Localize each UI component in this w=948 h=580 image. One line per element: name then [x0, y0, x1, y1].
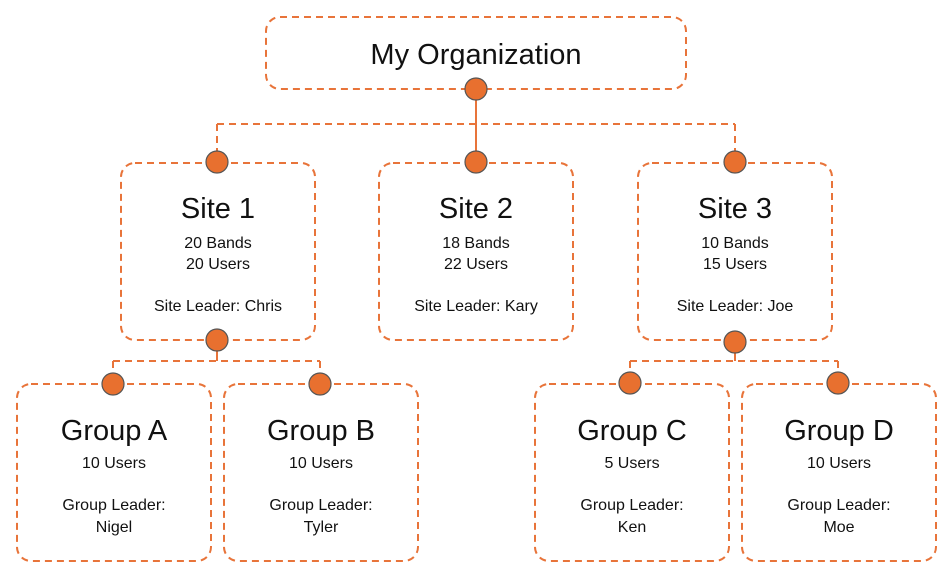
group-leader-label: Group Leader:	[787, 497, 891, 514]
group-title: Group C	[577, 415, 687, 447]
site-1-node-bottom	[205, 328, 229, 352]
site-title: Site 2	[438, 193, 514, 225]
site-3-node-bottom	[723, 330, 747, 354]
site-1-node-top	[205, 150, 229, 174]
group-title: Group A	[60, 415, 168, 447]
site-bands: 10 Bands	[701, 235, 769, 252]
group-box-c: Group C 5 Users Group Leader: Ken	[535, 384, 729, 561]
site-users: 22 Users	[443, 256, 509, 273]
group-users: 10 Users	[81, 455, 147, 472]
site-leader: Site Leader: Kary	[414, 298, 538, 315]
group-leader-name: Ken	[617, 519, 647, 536]
site-title: Site 1	[180, 193, 256, 225]
site-title: Site 3	[697, 193, 773, 225]
group-box-b: Group B 10 Users Group Leader: Tyler	[224, 384, 418, 561]
site-bands: 18 Bands	[442, 235, 510, 252]
group-b-node	[308, 372, 332, 396]
group-leader-name: Tyler	[303, 519, 339, 536]
group-box-a: Group A 10 Users Group Leader: Nigel	[17, 384, 211, 561]
group-c-node	[618, 371, 642, 395]
site-box-1: Site 1 20 Bands 20 Users Site Leader: Ch…	[121, 163, 315, 340]
group-users: 10 Users	[288, 455, 354, 472]
site-bands: 20 Bands	[184, 235, 252, 252]
site-3-node-top	[723, 150, 747, 174]
group-users: 10 Users	[806, 455, 872, 472]
org-title: My Organization	[370, 39, 582, 71]
group-leader-label: Group Leader:	[62, 497, 166, 514]
site-box-2: Site 2 18 Bands 22 Users Site Leader: Ka…	[379, 163, 573, 340]
group-a-node	[101, 372, 125, 396]
site-leader: Site Leader: Joe	[676, 298, 794, 315]
group-users: 5 Users	[604, 455, 660, 472]
org-box: My Organization	[266, 17, 686, 89]
site-users: 15 Users	[702, 256, 768, 273]
group-box-d: Group D 10 Users Group Leader: Moe	[742, 384, 936, 561]
group-title: Group D	[784, 415, 894, 447]
site-2-node-top	[464, 150, 488, 174]
group-leader-name: Nigel	[95, 519, 133, 536]
site-leader: Site Leader: Chris	[153, 298, 283, 315]
group-d-node	[826, 371, 850, 395]
group-leader-name: Moe	[823, 519, 855, 536]
group-leader-label: Group Leader:	[580, 497, 684, 514]
org-node	[464, 77, 488, 101]
site-box-3: Site 3 10 Bands 15 Users Site Leader: Jo…	[638, 163, 832, 340]
group-title: Group B	[267, 415, 375, 447]
group-leader-label: Group Leader:	[269, 497, 373, 514]
site-users: 20 Users	[185, 256, 251, 273]
